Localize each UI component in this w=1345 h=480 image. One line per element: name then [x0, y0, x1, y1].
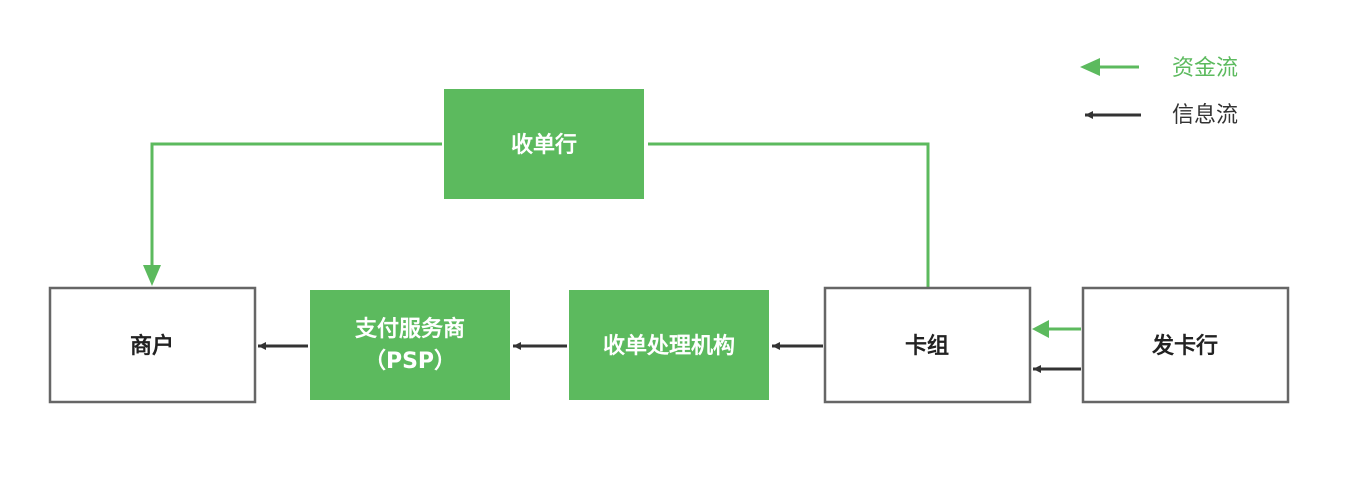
- node-issuer: 发卡行: [1081, 286, 1290, 404]
- issuer-label: 发卡行: [1151, 333, 1218, 359]
- legend-fund-arrow-head: [1080, 58, 1100, 76]
- card-org-label: 卡组: [905, 333, 949, 359]
- acquirer-label: 收单行: [511, 132, 577, 158]
- legend-fund-flow-label: 资金流: [1172, 56, 1238, 81]
- legend-info-flow-label: 信息流: [1172, 103, 1238, 128]
- processor-label: 收单处理机构: [603, 333, 735, 359]
- node-merchant: 商户: [48, 286, 257, 404]
- node-processor: 收单处理机构: [569, 290, 769, 400]
- node-acquirer: 收单行: [444, 89, 644, 199]
- merchant-label: 商户: [130, 333, 174, 359]
- node-card-org: 卡组: [823, 286, 1032, 404]
- legend: 资金流 信息流: [1080, 56, 1238, 128]
- fund-arrow-issuer-to-cardorg-head: [1032, 320, 1049, 338]
- fund-flow-arrowhead-merchant: [143, 265, 161, 286]
- fund-flow-line-cardorg-to-acquirer: [648, 142, 930, 287]
- psp-label-line1: 支付服务商: [355, 316, 465, 342]
- node-psp: 支付服务商 （PSP）: [310, 290, 510, 400]
- fund-flow-line-acquirer-to-merchant: [150, 142, 442, 268]
- psp-label-line2: （PSP）: [364, 349, 456, 374]
